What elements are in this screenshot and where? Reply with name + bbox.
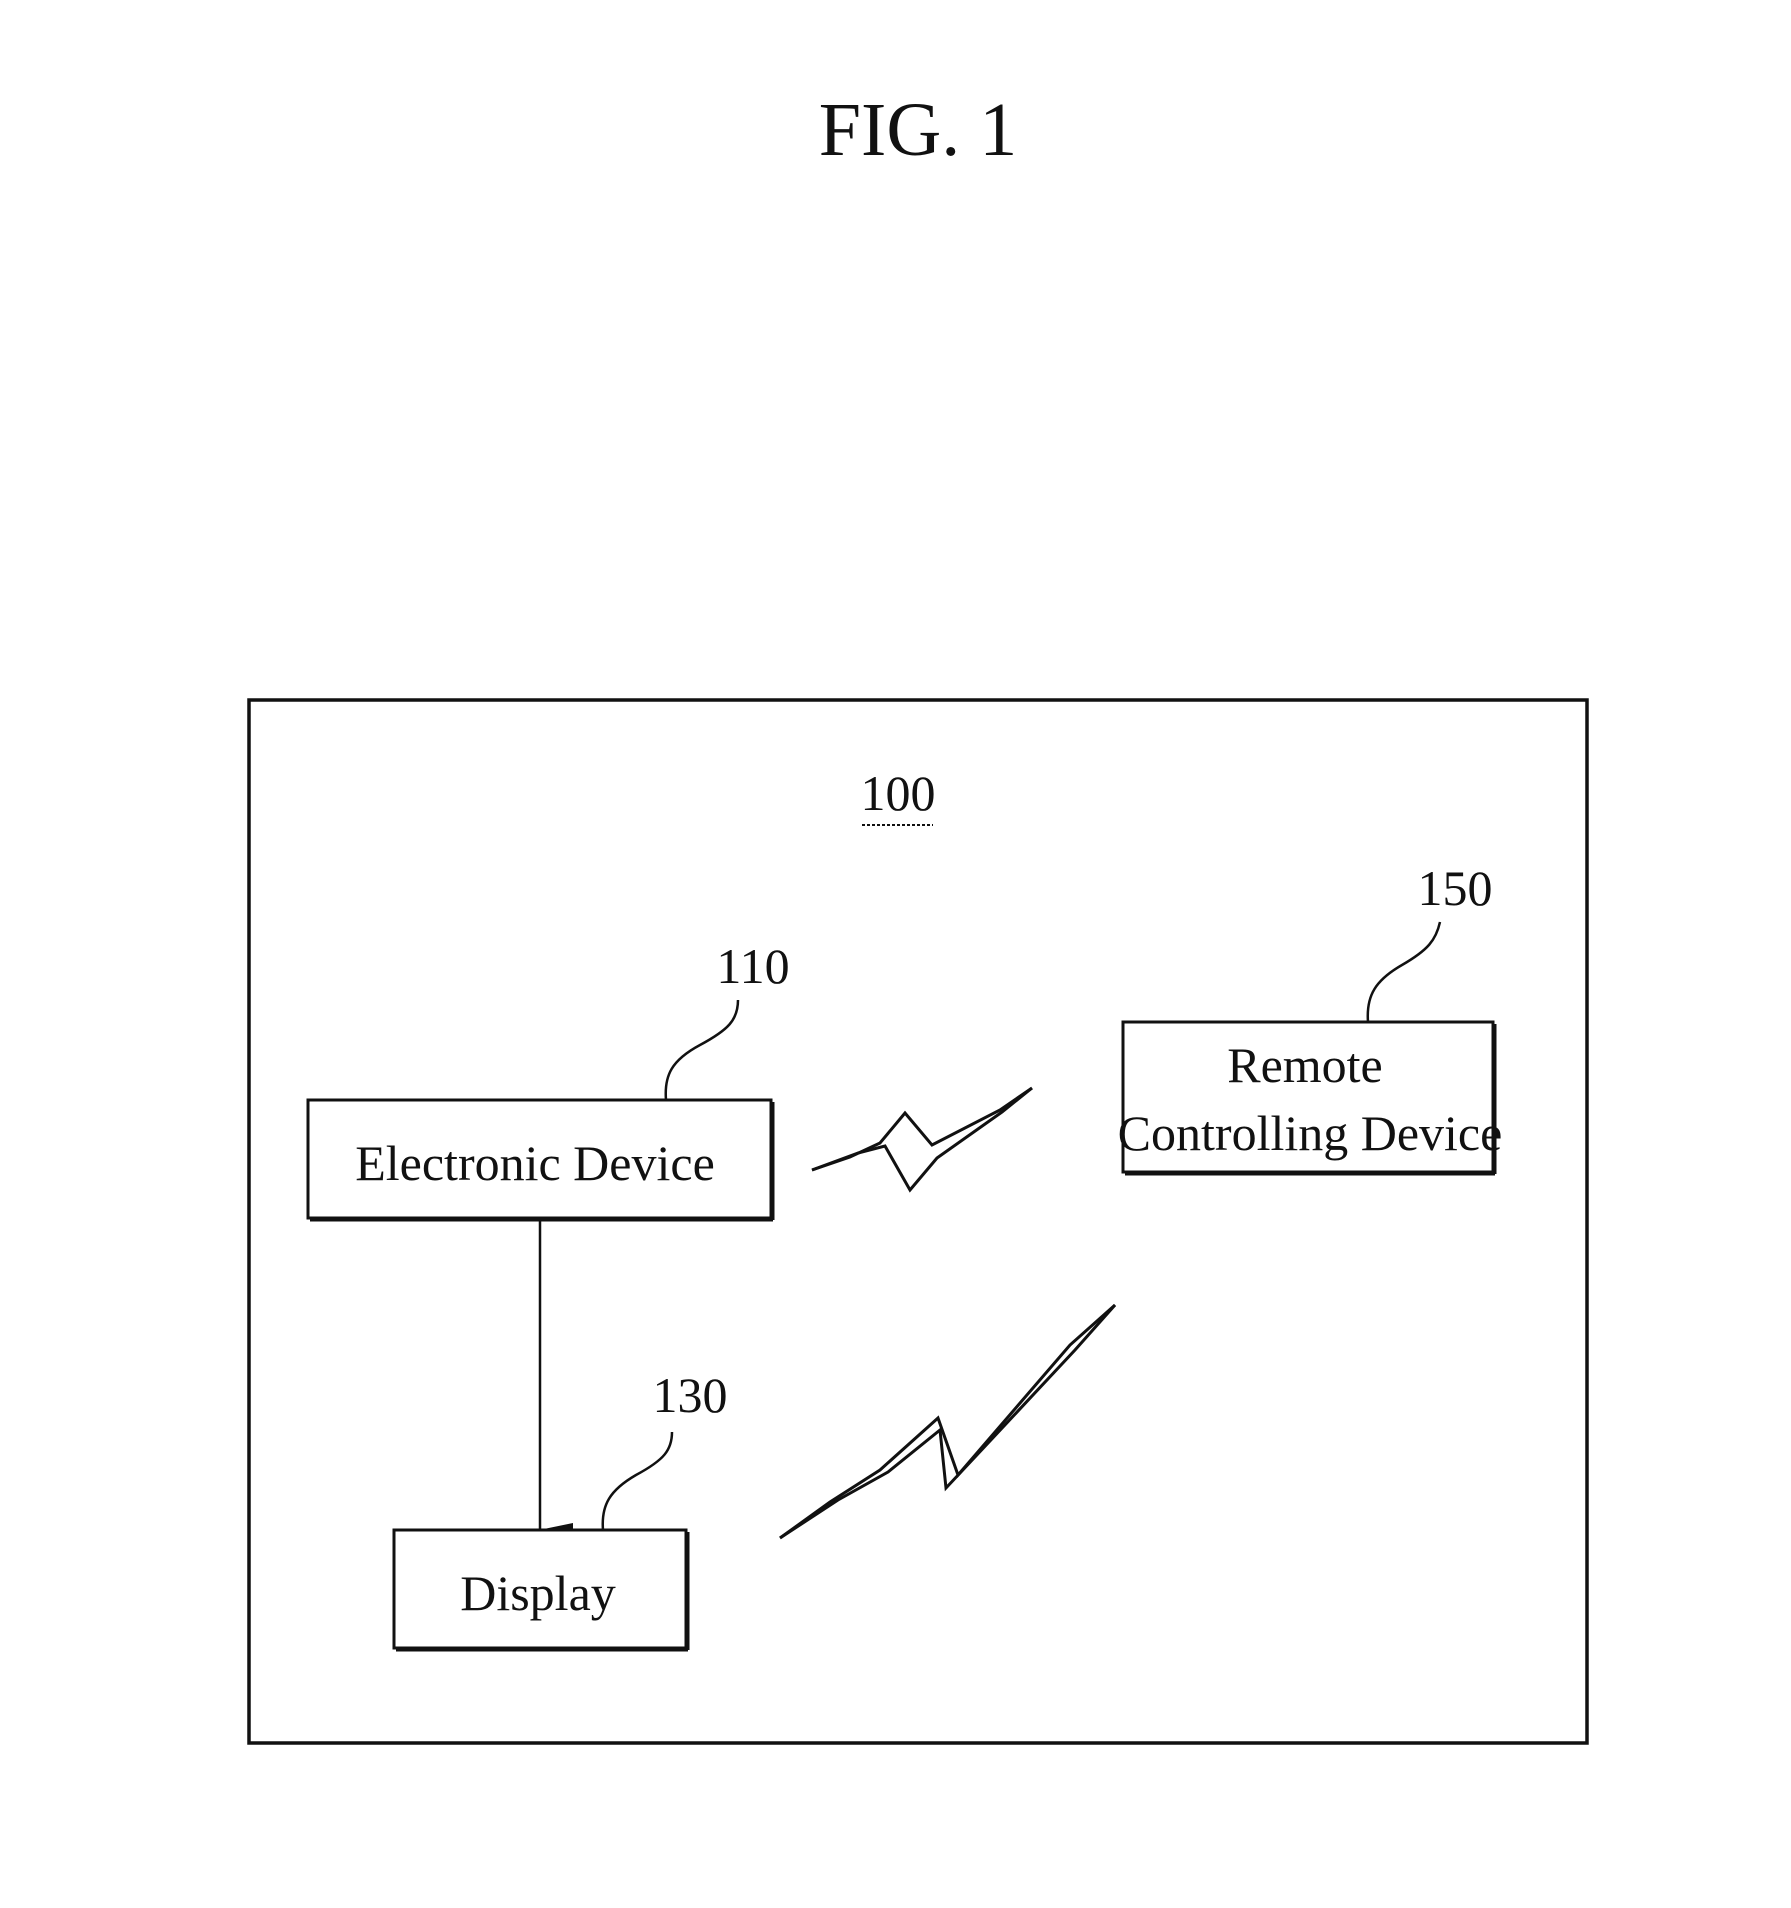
electronic-device-ref-label: 110 <box>716 938 789 994</box>
electronic-device-label: Electronic Device <box>355 1135 715 1191</box>
wireless-bolt-display-upper <box>780 1305 1115 1538</box>
electronic-device-block: Electronic Device <box>308 1100 773 1220</box>
electronic-device-leader <box>666 1000 738 1100</box>
wireless-link-display-remote <box>780 1305 1115 1538</box>
wireless-bolt-lower <box>812 1088 1032 1190</box>
system-ref-label: 100 <box>861 765 936 821</box>
remote-controlling-device-label-line2: Controlling Device <box>1118 1105 1503 1161</box>
remote-controlling-device-ref-label: 150 <box>1418 860 1493 916</box>
display-block: Display <box>394 1530 688 1650</box>
figure-title: FIG. 1 <box>819 88 1017 172</box>
display-label: Display <box>460 1565 616 1621</box>
remote-controlling-device-block: Remote Controlling Device <box>1118 1022 1503 1174</box>
display-leader <box>603 1432 672 1530</box>
remote-controlling-device-label-line1: Remote <box>1227 1037 1383 1093</box>
wireless-link-device-remote <box>812 1088 1032 1190</box>
remote-controlling-device-leader <box>1368 922 1440 1022</box>
display-ref-label: 130 <box>653 1367 728 1423</box>
